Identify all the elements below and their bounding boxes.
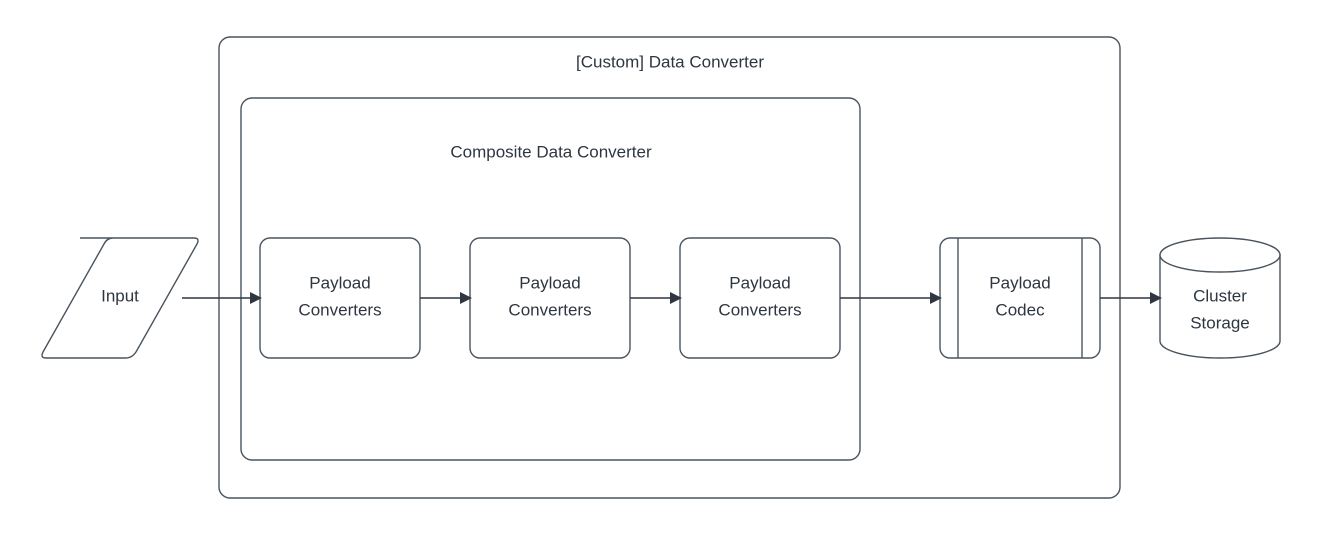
input-parallelogram[interactable] <box>41 237 199 359</box>
payload-converters-3-label-line1: Payload <box>729 273 790 292</box>
edge-pc2-to-pc3 <box>630 292 682 304</box>
payload-converters-1-label-line2: Converters <box>298 300 381 319</box>
payload-converters-2-label-line1: Payload <box>519 273 580 292</box>
edge-input-to-pc1-arrowhead <box>250 292 262 304</box>
payload-converters-3-label-line2: Converters <box>718 300 801 319</box>
payload-converters-1-box[interactable] <box>259 237 421 359</box>
edge-codec-to-storage-arrowhead <box>1150 292 1162 304</box>
edge-pc1-to-pc2-arrowhead <box>460 292 472 304</box>
edge-pc1-to-pc2 <box>420 292 472 304</box>
node-payload-converters-2[interactable]: Payload Converters <box>469 237 631 359</box>
input-label: Input <box>101 286 139 305</box>
node-cluster-storage[interactable]: Cluster Storage <box>1159 237 1281 359</box>
payload-codec-label-line1: Payload <box>989 273 1050 292</box>
payload-converters-1-label-line1: Payload <box>309 273 370 292</box>
custom-data-converter-label: [Custom] Data Converter <box>576 52 764 71</box>
cluster-storage-top <box>1159 237 1281 273</box>
cluster-storage-body[interactable] <box>1159 254 1281 359</box>
node-payload-converters-3[interactable]: Payload Converters <box>679 237 841 359</box>
node-input[interactable]: Input <box>41 237 199 359</box>
edge-input-to-pc1 <box>182 292 262 304</box>
cluster-storage-label-line1: Cluster <box>1193 286 1247 305</box>
payload-codec-label-line2: Codec <box>995 300 1045 319</box>
payload-codec-box[interactable] <box>939 237 1101 359</box>
payload-converters-2-label-line2: Converters <box>508 300 591 319</box>
edge-codec-to-storage <box>1100 292 1162 304</box>
cluster-storage-label-line2: Storage <box>1190 313 1250 332</box>
composite-data-converter-label: Composite Data Converter <box>450 142 652 161</box>
node-payload-codec[interactable]: Payload Codec <box>939 237 1101 359</box>
node-payload-converters-1[interactable]: Payload Converters <box>259 237 421 359</box>
edge-pc3-to-codec <box>840 292 942 304</box>
edge-pc2-to-pc3-arrowhead <box>670 292 682 304</box>
payload-converters-3-box[interactable] <box>679 237 841 359</box>
payload-converters-2-box[interactable] <box>469 237 631 359</box>
edge-pc3-to-codec-arrowhead <box>930 292 942 304</box>
